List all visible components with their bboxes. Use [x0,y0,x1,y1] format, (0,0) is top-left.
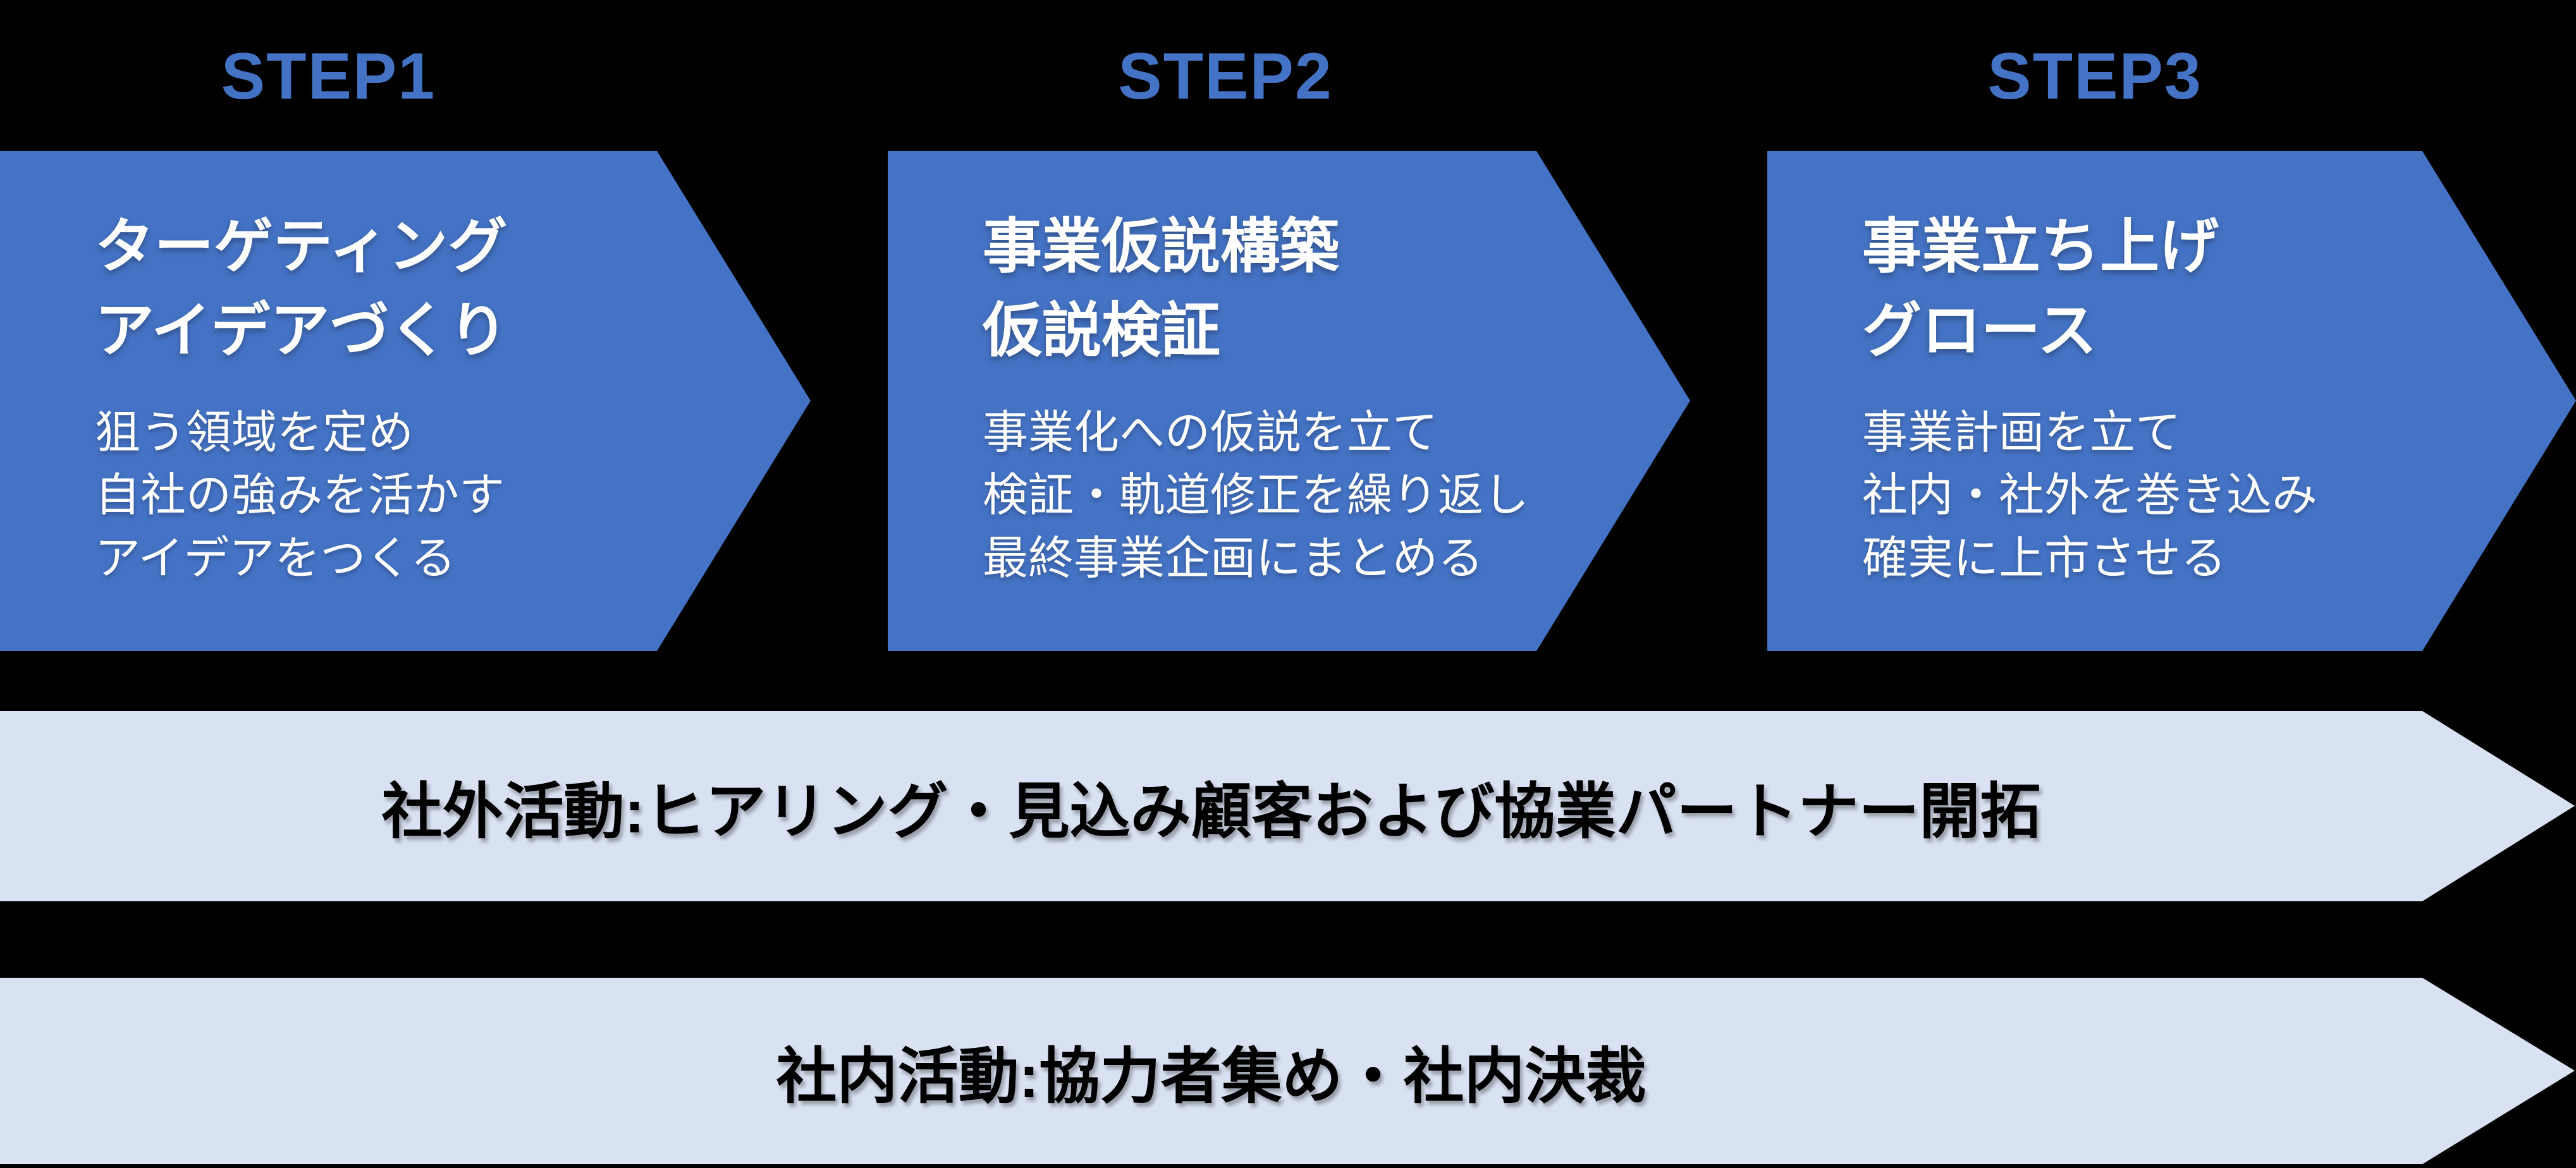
step2-content: 事業仮説構築 仮説検証 事業化への仮説を立て 検証・軌道修正を繰り返し 最終事業… [983,204,1530,590]
step2-description-line2: 検証・軌道修正を繰り返し [983,470,1530,521]
step3-title-line2: グロース [1862,297,2097,364]
step1-description-line2: 自社の強みを活かす [95,470,505,521]
step1-title-line2: アイデアづくり [95,297,508,364]
step3-content: 事業立ち上げ グロース 事業計画を立て 社内・社外を巻き込み 確実に上市させる [1862,204,2412,590]
step3-description: 事業計画を立て 社内・社外を巻き込み 確実に上市させる [1862,402,2412,590]
step1-description-line3: アイデアをつくる [95,533,456,584]
step3-title: 事業立ち上げ グロース [1862,204,2412,373]
step2-label: STEP2 [1118,40,1333,113]
step1-content: ターゲティング アイデアづくり 狙う領域を定め 自社の強みを活かす アイデアをつ… [95,204,646,590]
step3-title-line1: 事業立ち上げ [1862,213,2219,279]
step3-arrow-shape: 事業立ち上げ グロース 事業計画を立て 社内・社外を巻き込み 確実に上市させる [1767,151,2576,651]
external-activity-label: 社外活動:ヒアリング・見込み顧客および協業パートナー開拓 [381,778,2041,846]
step1-description-line1: 狙う領域を定め [95,407,414,458]
step1-label: STEP1 [221,40,436,113]
step2-arrow-shape: 事業仮説構築 仮説検証 事業化への仮説を立て 検証・軌道修正を繰り返し 最終事業… [888,151,1690,651]
step2-title: 事業仮説構築 仮説検証 [983,204,1526,373]
internal-activity-label: 社内活動:協力者集め・社内決裁 [776,1043,1647,1110]
step1-title-line1: ターゲティング [95,213,508,279]
external-activity-band-shape: 社外活動:ヒアリング・見込み顧客および協業パートナー開拓 [0,711,2575,901]
internal-activity-band-shape: 社内活動:協力者集め・社内決裁 [0,978,2575,1164]
step3-description-line1: 事業計画を立て [1862,407,2181,458]
step1-title: ターゲティング アイデアづくり [95,204,646,373]
step2-description-line1: 事業化への仮説を立て [983,407,1438,458]
step2-description-line3: 最終事業企画にまとめる [983,533,1484,584]
step2-title-line2: 仮説検証 [983,297,1221,364]
step3-description-line3: 確実に上市させる [1862,533,2227,584]
step1-arrow-shape: ターゲティング アイデアづくり 狙う領域を定め 自社の強みを活かす アイデアをつ… [0,151,811,651]
step3-label: STEP3 [1987,40,2202,113]
step2-description: 事業化への仮説を立て 検証・軌道修正を繰り返し 最終事業企画にまとめる [983,402,1530,590]
step3-description-line2: 社内・社外を巻き込み [1862,470,2318,521]
step1-description: 狙う領域を定め 自社の強みを活かす アイデアをつくる [95,402,646,590]
step2-title-line1: 事業仮説構築 [983,213,1340,279]
